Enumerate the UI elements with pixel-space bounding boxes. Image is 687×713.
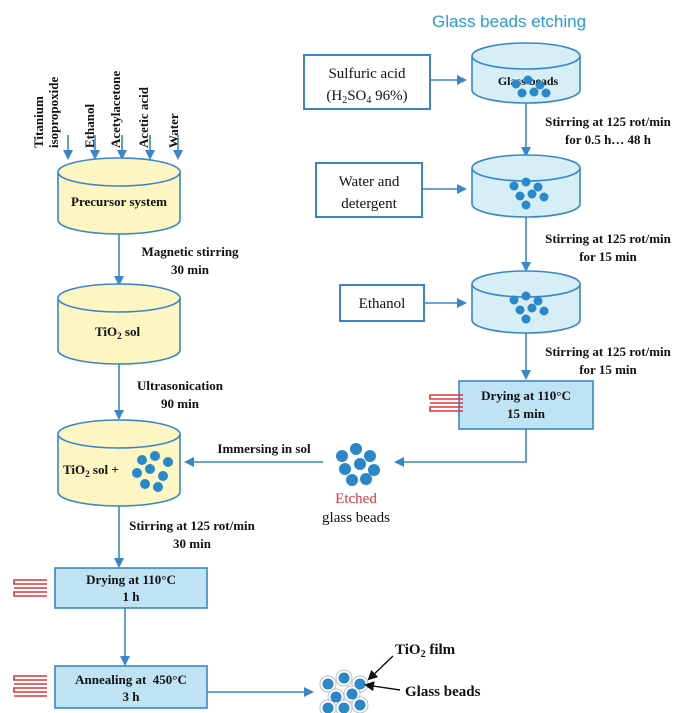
step-label: Ultrasonication: [137, 378, 224, 393]
step-label: for 15 min: [579, 362, 637, 377]
heater-icon: [429, 394, 463, 412]
immersing-label: Immersing in sol: [217, 441, 311, 456]
step-label: 90 min: [161, 396, 200, 411]
acid-formula: (H2SO4 96%): [326, 88, 407, 106]
acid-box: Sulfuric acid (H2SO4 96%): [303, 54, 431, 110]
beads-label: Glass beads: [405, 684, 481, 700]
step-label: 30 min: [171, 262, 210, 277]
reagent-label: Ethanol: [82, 104, 97, 148]
annealing-time: 3 h: [123, 689, 141, 704]
sol-beads-cylinder: TiO2 sol +: [57, 419, 181, 507]
precursor-label: Precursor system: [71, 194, 167, 209]
step-label: Stirring at 125 rot/min: [129, 518, 256, 533]
precursor-cylinder: Precursor system: [57, 157, 181, 235]
ethanol-box: Ethanol: [339, 284, 425, 322]
sol-cylinder: TiO2 sol: [57, 283, 181, 365]
wash-beaker: [471, 154, 581, 218]
step-label: for 0.5 h… 48 h: [565, 132, 652, 147]
drying-box-left: Drying at 110°C 1 h: [54, 567, 208, 609]
reagent-label: Titanium: [31, 96, 46, 148]
step-label: Stirring at 125 rot/min: [545, 231, 672, 246]
reagent-label: Acetic acid: [136, 86, 151, 148]
annealing-label: Annealing at 450°C: [75, 672, 187, 687]
sol-plus-label: TiO2 sol +: [63, 462, 119, 479]
pointer-arrow: [367, 655, 394, 681]
coated-beads: [319, 669, 369, 713]
etched-beads: [336, 443, 380, 486]
step-label: 30 min: [173, 536, 212, 551]
drying-label: Drying at 110°C: [86, 572, 176, 587]
heater-icon: [13, 579, 47, 597]
water-label: Water and: [339, 174, 400, 190]
water-box: Water and detergent: [315, 162, 423, 218]
pointer-arrow: [364, 681, 401, 692]
drying-box-right: Drying at 110°C 15 min: [458, 380, 594, 430]
water-label: detergent: [341, 196, 397, 212]
acid-label: Sulfuric acid: [328, 66, 406, 82]
rinse-beaker: [471, 270, 581, 334]
step-label: Stirring at 125 rot/min: [545, 344, 672, 359]
bead-cluster: [132, 451, 173, 492]
reagent-label: isopropoxide: [46, 76, 61, 148]
step-label: Stirring at 125 rot/min: [545, 114, 672, 129]
reagent-arrows: [63, 135, 183, 160]
drying-time: 1 h: [123, 589, 141, 604]
annealing-box: Annealing at 450°C 3 h: [54, 665, 208, 709]
reagent-label: Acetylacetone: [108, 71, 123, 148]
reagent-labels: Titanium isopropoxide Ethanol Acetylacet…: [31, 71, 181, 148]
film-label: TiO2 film: [395, 642, 456, 660]
diagram-title: Glass beads etching: [432, 12, 586, 31]
ethanol-label: Ethanol: [359, 296, 406, 312]
heater-icon: [13, 675, 47, 697]
drying-label: Drying at 110°C: [481, 388, 571, 403]
etched-label: Etched: [335, 491, 377, 507]
etched-sublabel: glass beads: [322, 510, 390, 526]
flow-arrow: [394, 429, 527, 467]
sol-label: TiO2 sol: [95, 324, 140, 341]
step-label: for 15 min: [579, 249, 637, 264]
etch-beaker: Glass beads: [471, 42, 581, 104]
drying-time: 15 min: [507, 406, 546, 421]
step-label: Magnetic stirring: [141, 244, 239, 259]
